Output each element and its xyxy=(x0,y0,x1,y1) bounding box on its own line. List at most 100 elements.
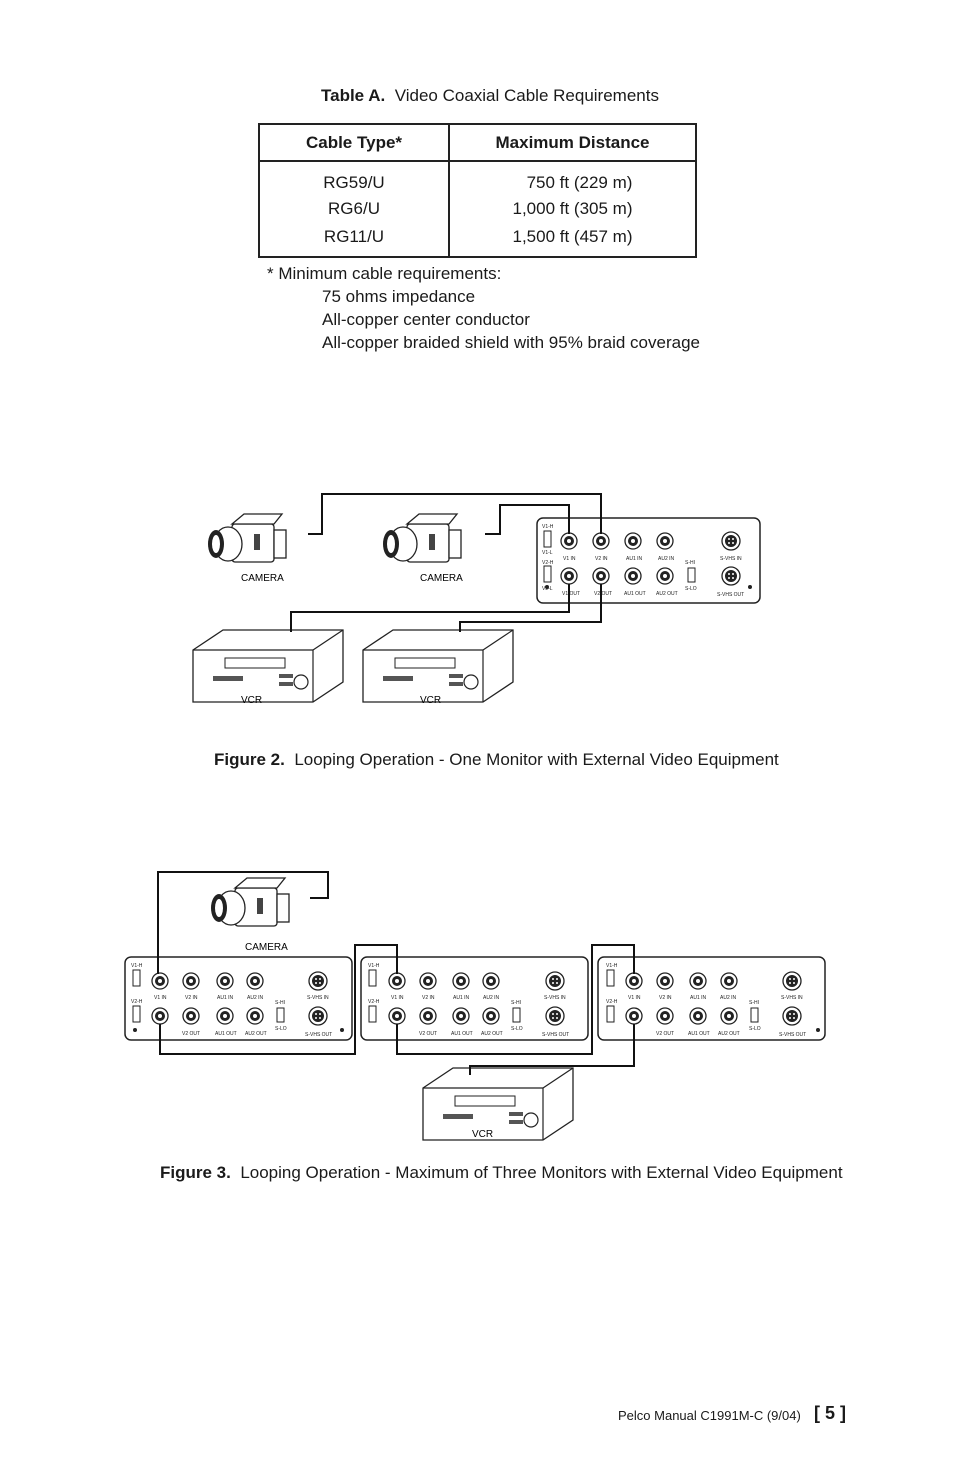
panel-label: S-VHS IN xyxy=(781,995,803,1001)
panel-label: V2-H xyxy=(368,999,380,1005)
panel-label: V1-H xyxy=(131,963,143,969)
vcr xyxy=(422,1067,574,1141)
coax-cables xyxy=(157,871,635,1075)
panel-label: S-LO xyxy=(275,1026,287,1032)
note-item: All-copper center conductor xyxy=(322,310,530,329)
figure3-title: Looping Operation - Maximum of Three Mon… xyxy=(240,1163,843,1182)
table-header-max-distance: Maximum Distance xyxy=(448,123,697,162)
camera-1 xyxy=(207,513,287,563)
panel-label: AU2 OUT xyxy=(245,1031,267,1037)
panel-label: V2 IN xyxy=(185,995,198,1001)
panel-label: AU2 IN xyxy=(483,995,500,1001)
panel-label: AU1 IN xyxy=(453,995,470,1001)
vcr-1 xyxy=(192,629,344,703)
panel-label: AU2 OUT xyxy=(656,591,678,597)
panel-label: S-HI xyxy=(685,560,695,566)
panel-label: S-HI xyxy=(511,1000,521,1006)
figure3-caption: Figure 3. Looping Operation - Maximum of… xyxy=(160,1163,843,1183)
panel-label: AU2 OUT xyxy=(718,1031,740,1037)
figure3-diagram: V1-H V2-H V1 IN V2 IN AU1 IN AU2 IN V2 O… xyxy=(124,871,826,1141)
vcr-label: VCR xyxy=(472,1129,493,1140)
camera-label: CAMERA xyxy=(245,942,288,953)
monitor-rear-panel: V1-H V1-L V2-H V2-L V1 IN V2 IN AU1 IN A… xyxy=(536,517,761,604)
table-cell: 1,500 ft (457 m) xyxy=(512,227,633,246)
panel-label: S-VHS IN xyxy=(544,995,566,1001)
table-caption: Table A. Video Coaxial Cable Requirement… xyxy=(321,86,659,106)
panel-label: AU2 IN xyxy=(247,995,264,1001)
panel-label: V2 OUT xyxy=(419,1031,437,1037)
vcr-label: VCR xyxy=(241,695,262,706)
panel-label: V2 OUT xyxy=(594,591,612,597)
panel-label: V1 IN xyxy=(628,995,641,1001)
table-cell: RG11/U xyxy=(323,227,385,246)
camera xyxy=(210,877,290,927)
panel-label: S-LO xyxy=(685,586,697,592)
figure2-diagram: V1-H V1-L V2-H V2-L V1 IN V2 IN AU1 IN A… xyxy=(192,493,761,706)
notes-intro: * Minimum cable requirements: xyxy=(267,264,502,283)
monitor-rear-panel-3: V1-H V2-H V1 IN V2 IN AU1 IN AU2 IN V2 O… xyxy=(597,956,826,1041)
camera-label: CAMERA xyxy=(241,573,284,584)
panel-label: V2 OUT xyxy=(182,1031,200,1037)
panel-label: V2-L xyxy=(542,586,553,592)
table-cell: 1,000 ft (305 m) xyxy=(512,199,633,218)
camera-2 xyxy=(382,513,462,563)
figure3-label: Figure 3. xyxy=(160,1163,231,1182)
table-label: Table A. xyxy=(321,86,386,105)
cable-requirements-table: Cable Type* Maximum Distance RG59/U RG6/… xyxy=(258,123,697,258)
figure2-label: Figure 2. xyxy=(214,750,285,769)
panel-label: S-HI xyxy=(749,1000,759,1006)
footer-manual: Pelco Manual C1991M-C (9/04) xyxy=(618,1408,801,1423)
panel-label: V1 IN xyxy=(563,556,576,562)
panel-label: S-HI xyxy=(275,1000,285,1006)
panel-label: S-VHS OUT xyxy=(305,1032,332,1038)
figure2-title: Looping Operation - One Monitor with Ext… xyxy=(294,750,779,769)
panel-label: V1-H xyxy=(542,524,554,530)
panel-label: AU1 OUT xyxy=(215,1031,237,1037)
panel-label: V2 IN xyxy=(659,995,672,1001)
panel-label: V1 IN xyxy=(154,995,167,1001)
panel-label: AU1 OUT xyxy=(451,1031,473,1037)
panel-label: AU1 IN xyxy=(217,995,234,1001)
panel-label: V1-H xyxy=(606,963,618,969)
cable-notes: * Minimum cable requirements: 75 ohms im… xyxy=(267,262,700,354)
panel-label: S-VHS OUT xyxy=(542,1032,569,1038)
panel-label: AU1 OUT xyxy=(624,591,646,597)
panel-label: V1-H xyxy=(368,963,380,969)
monitor-rear-panel-1: V1-H V2-H V1 IN V2 IN AU1 IN AU2 IN V2 O… xyxy=(124,956,353,1041)
panel-label: S-VHS OUT xyxy=(717,592,744,598)
panel-label: AU1 OUT xyxy=(688,1031,710,1037)
panel-label: V1-L xyxy=(542,550,553,556)
panel-label: AU2 OUT xyxy=(481,1031,503,1037)
note-item: 75 ohms impedance xyxy=(322,287,476,306)
page-number: [ 5 ] xyxy=(814,1403,847,1423)
table-title: Video Coaxial Cable Requirements xyxy=(394,86,659,105)
panel-label: AU1 IN xyxy=(690,995,707,1001)
camera-label: CAMERA xyxy=(420,573,463,584)
panel-label: AU2 IN xyxy=(658,556,675,562)
panel-label: S-VHS IN xyxy=(720,556,742,562)
panel-label: AU2 IN xyxy=(720,995,737,1001)
table-cell: RG59/U xyxy=(323,173,385,192)
figure2-caption: Figure 2. Looping Operation - One Monito… xyxy=(214,750,779,770)
panel-label: V2-H xyxy=(606,999,618,1005)
vcr-2 xyxy=(362,629,514,703)
coax-cables xyxy=(290,493,602,632)
panel-label: V2-H xyxy=(131,999,143,1005)
panel-label: V2 IN xyxy=(422,995,435,1001)
panel-label: S-LO xyxy=(511,1026,523,1032)
panel-label: V2-H xyxy=(542,560,554,566)
table-cell: RG6/U xyxy=(328,199,380,218)
table-cell: 750 ft (229 m) xyxy=(526,173,633,192)
panel-label: S-LO xyxy=(749,1026,761,1032)
table-header-cable-type: Cable Type* xyxy=(258,123,450,162)
panel-label: V1 IN xyxy=(391,995,404,1001)
panel-label: V1 OUT xyxy=(562,591,580,597)
panel-label: V2 OUT xyxy=(656,1031,674,1037)
cable-type-column: RG59/U RG6/U RG11/U xyxy=(258,161,450,257)
max-distance-column: 750 ft (229 m) 1,000 ft (305 m) 1,500 ft… xyxy=(448,161,697,257)
panel-label: S-VHS IN xyxy=(307,995,329,1001)
vcr-label: VCR xyxy=(420,695,441,706)
panel-label: AU1 IN xyxy=(626,556,643,562)
panel-label: S-VHS OUT xyxy=(779,1032,806,1038)
note-item: All-copper braided shield with 95% braid… xyxy=(322,333,700,352)
